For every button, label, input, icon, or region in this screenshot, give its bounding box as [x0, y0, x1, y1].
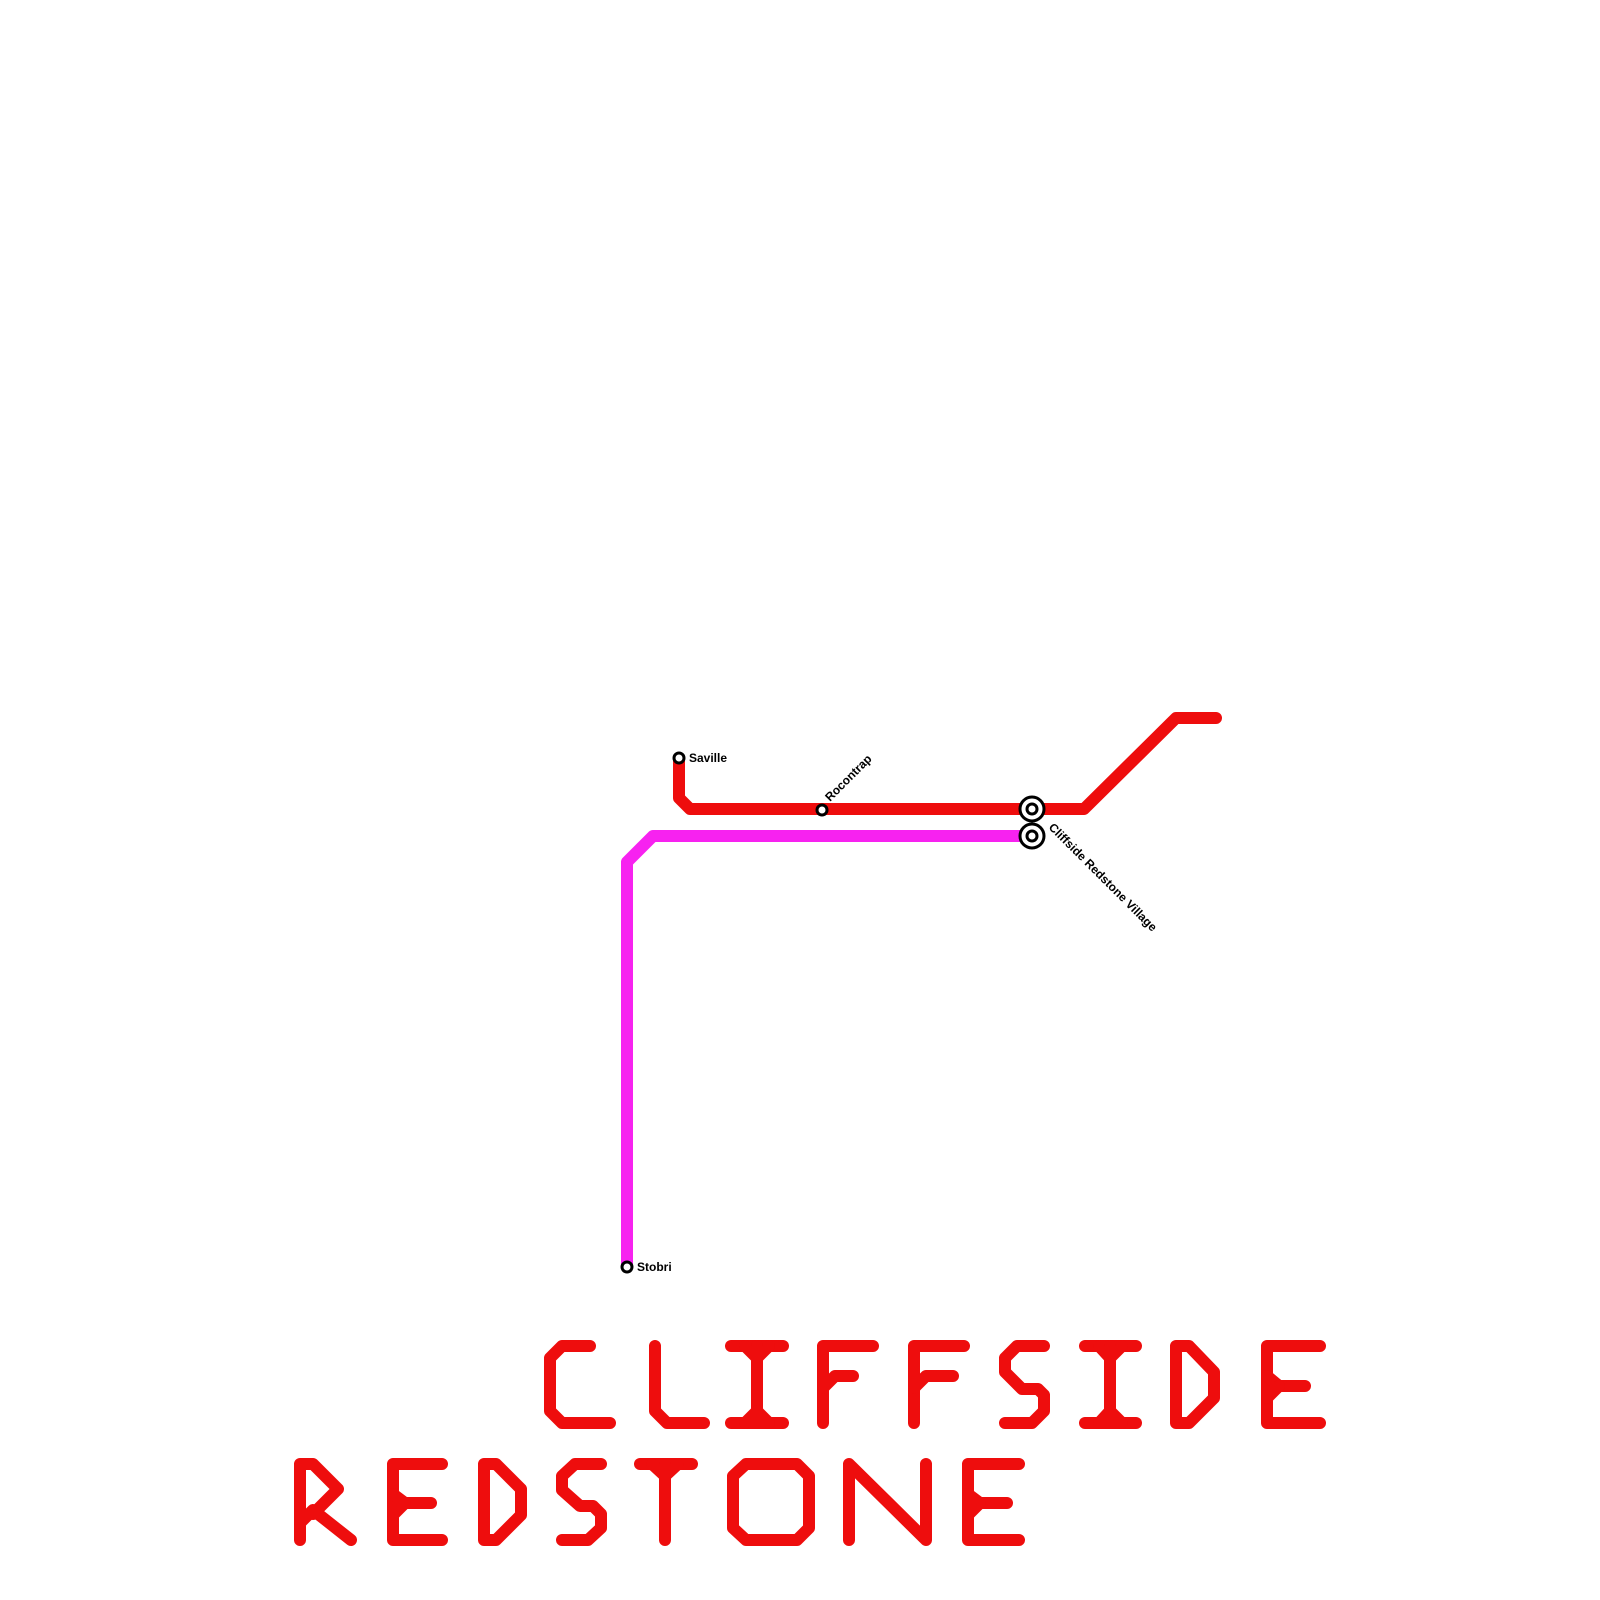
station-marker — [815, 803, 829, 817]
letter-c — [544, 1340, 616, 1429]
letter-n — [843, 1458, 932, 1546]
magenta-line[interactable] — [621, 830, 1038, 1272]
letter-s — [556, 1458, 607, 1546]
letter-t — [634, 1458, 698, 1546]
title-line2 — [294, 1458, 1025, 1546]
station-label: Rocontrap — [822, 752, 874, 804]
letter-f — [908, 1340, 970, 1429]
letter-l — [649, 1340, 710, 1429]
station-cliffside-redstone-village[interactable]: Cliffside Redstone Village — [1018, 795, 1160, 934]
letter-o — [727, 1458, 815, 1546]
interchange-marker-inner — [1025, 829, 1039, 843]
letter-e — [387, 1458, 448, 1546]
station-saville[interactable]: Saville — [672, 751, 727, 765]
letter-d — [1170, 1340, 1220, 1429]
station-stobri[interactable]: Stobri — [620, 1260, 672, 1274]
station-marker — [620, 1260, 634, 1274]
letter-e — [962, 1458, 1025, 1546]
station-label: Stobri — [637, 1260, 672, 1274]
letter-s — [999, 1340, 1050, 1429]
red-line[interactable] — [673, 712, 1222, 815]
letter-r — [294, 1458, 357, 1546]
letter-d — [478, 1458, 527, 1546]
letter-f — [817, 1340, 879, 1429]
map-title — [294, 1340, 1326, 1546]
letter-i — [725, 1340, 789, 1429]
station-label: Saville — [689, 751, 727, 765]
interchange-marker-inner — [1025, 802, 1039, 816]
station-label: Cliffside Redstone Village — [1046, 820, 1160, 934]
title-line1 — [544, 1340, 1326, 1429]
letter-i — [1079, 1340, 1142, 1429]
station-marker — [672, 751, 686, 765]
letter-e — [1261, 1340, 1326, 1429]
